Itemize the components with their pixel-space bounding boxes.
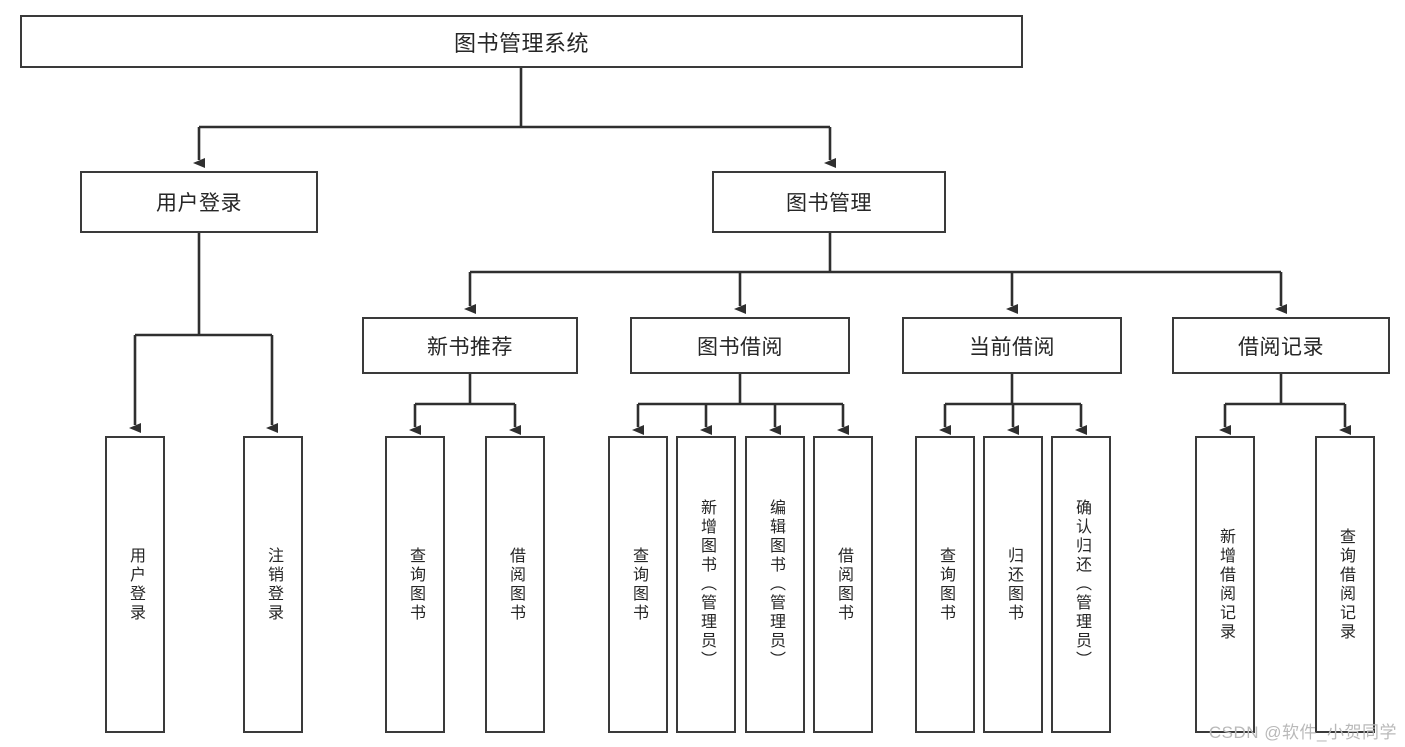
node-label: 编辑图书（管理员） [767,499,784,670]
node-label: 借阅图书 [835,546,852,623]
node-leaf-edit-book[interactable]: 编辑图书（管理员） [745,436,805,733]
node-leaf-borrow-book-1[interactable]: 借阅图书 [485,436,545,733]
node-leaf-query-book-3[interactable]: 查询图书 [915,436,975,733]
node-label: 图书管理系统 [453,30,589,56]
node-leaf-borrow-book-2[interactable]: 借阅图书 [813,436,873,733]
node-new-book-recommend[interactable]: 新书推荐 [362,317,578,374]
node-label: 确认归还（管理员） [1073,499,1090,670]
watermark-text: CSDN @软件_小贺同学 [1208,723,1397,742]
node-label: 借阅记录 [1238,335,1324,359]
node-label: 注销登录 [265,546,282,623]
node-label: 借阅图书 [507,546,524,623]
node-user-login[interactable]: 用户登录 [80,171,318,233]
node-leaf-add-record[interactable]: 新增借阅记录 [1195,436,1255,733]
node-leaf-query-book-1[interactable]: 查询图书 [385,436,445,733]
node-label: 归还图书 [1005,546,1022,623]
node-label: 图书借阅 [697,335,783,359]
node-label: 用户登录 [127,546,144,623]
node-borrow-record[interactable]: 借阅记录 [1172,317,1390,374]
node-leaf-return-book[interactable]: 归还图书 [983,436,1043,733]
node-label: 用户登录 [156,192,242,215]
node-leaf-user-login[interactable]: 用户登录 [105,436,165,733]
node-label: 新增借阅记录 [1217,527,1234,642]
node-label: 新增图书（管理员） [698,499,715,670]
node-leaf-query-record[interactable]: 查询借阅记录 [1315,436,1375,733]
node-label: 查询图书 [407,546,424,623]
node-leaf-query-book-2[interactable]: 查询图书 [608,436,668,733]
node-current-borrow[interactable]: 当前借阅 [902,317,1122,374]
node-label: 查询图书 [937,546,954,623]
node-root-system[interactable]: 图书管理系统 [20,15,1023,68]
node-label: 新书推荐 [427,335,513,359]
node-book-borrow[interactable]: 图书借阅 [630,317,850,374]
node-label: 当前借阅 [969,335,1055,359]
node-leaf-confirm-return[interactable]: 确认归还（管理员） [1051,436,1111,733]
node-label: 图书管理 [786,192,872,215]
node-leaf-logout[interactable]: 注销登录 [243,436,303,733]
node-book-manage[interactable]: 图书管理 [712,171,946,233]
node-label: 查询借阅记录 [1337,527,1354,642]
node-label: 查询图书 [630,546,647,623]
node-leaf-add-book[interactable]: 新增图书（管理员） [676,436,736,733]
